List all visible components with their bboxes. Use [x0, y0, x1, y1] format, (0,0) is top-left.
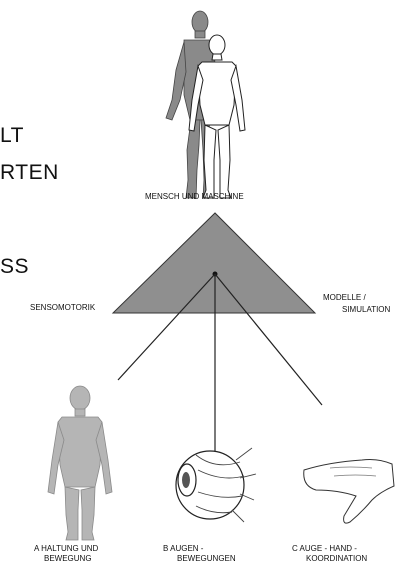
top-node-label: MENSCH UND MASCHINE — [145, 192, 244, 201]
eyeball-icon — [175, 447, 257, 523]
connector-line-left — [117, 273, 216, 381]
bottom-item-c-line1: C AUGE - HAND - — [292, 544, 357, 553]
bottom-item-a-line1: A HALTUNG UND — [34, 544, 99, 553]
right-corner-label-line2: SIMULATION — [342, 305, 391, 314]
hand-icon — [303, 459, 395, 524]
right-corner-label-line1: MODELLE / — [323, 293, 366, 302]
left-corner-label: SENSOMOTORIK — [30, 303, 96, 312]
partial-text-line-1: LT — [0, 124, 24, 147]
human-figure-icon — [188, 34, 246, 199]
bottom-item-a-line2: BEWEGUNG — [44, 554, 92, 563]
standing-body-icon — [47, 385, 113, 541]
bottom-item-c-line2: KOORDINATION — [306, 554, 368, 563]
bottom-item-b-line2: BEWEGUNGEN — [177, 554, 236, 563]
connector-line-right — [214, 273, 323, 406]
central-triangle — [111, 212, 317, 314]
partial-text-line-3: SS — [0, 255, 30, 278]
partial-text-line-2: RTEN — [0, 161, 59, 184]
bottom-item-b-line1: B AUGEN - — [163, 544, 204, 553]
